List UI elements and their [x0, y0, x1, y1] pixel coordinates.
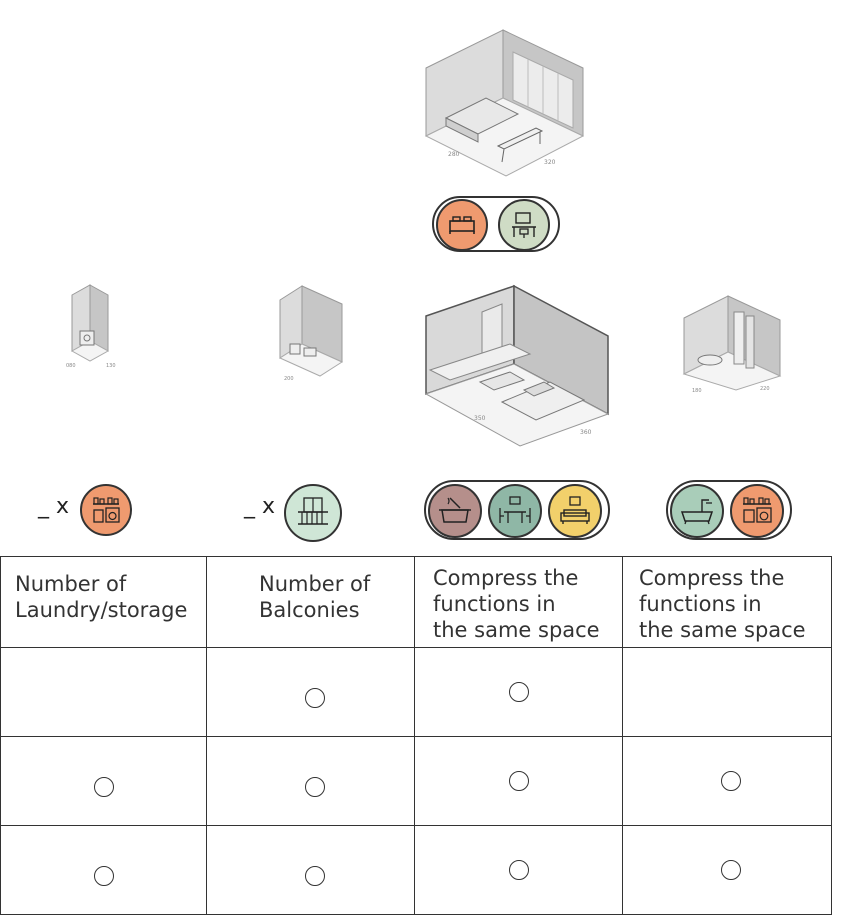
- table-cell: [0, 736, 207, 826]
- option-circle-marker[interactable]: [305, 777, 325, 797]
- svg-text:320: 320: [544, 159, 556, 166]
- table-row: [0, 736, 832, 826]
- option-circle-marker[interactable]: [94, 866, 114, 886]
- header-cell: Compress the functions in the same space: [622, 556, 832, 648]
- bathtub-icon: [670, 484, 724, 538]
- option-circle-marker[interactable]: [509, 771, 529, 791]
- laundry-storage-illustration: 080 130: [60, 283, 132, 375]
- option-circle-marker[interactable]: [509, 682, 529, 702]
- svg-text:350: 350: [474, 415, 486, 422]
- cooking-pot-icon: [428, 484, 482, 538]
- header-compress-bathroom: Compress the functions in the same space: [639, 566, 806, 642]
- table-cell: [0, 647, 207, 737]
- laundry-storage-icon: [730, 484, 784, 538]
- svg-text:220: 220: [760, 386, 770, 392]
- header-laundry-storage: Number of Laundry/storage: [15, 572, 188, 622]
- table-cell: [414, 736, 623, 826]
- desk-chair-icon: [498, 199, 550, 251]
- bed-icon: [436, 199, 488, 251]
- svg-text:080: 080: [66, 363, 76, 369]
- balcony-illustration: 200: [262, 282, 354, 382]
- table-cell: [206, 736, 415, 826]
- table-cell: [622, 736, 832, 826]
- option-circle-marker[interactable]: [305, 688, 325, 708]
- sofa-icon: [548, 484, 602, 538]
- options-table: Number of Laundry/storage Number of Balc…: [0, 556, 832, 915]
- header-balconies: Number of Balconies: [259, 572, 371, 622]
- laundry-storage-icon: [80, 484, 132, 536]
- option-circle-marker[interactable]: [721, 860, 741, 880]
- option-circle-marker[interactable]: [305, 866, 325, 886]
- laundry-count-prefix: _ x: [38, 494, 70, 519]
- option-circle-marker[interactable]: [509, 860, 529, 880]
- table-row: [0, 825, 832, 915]
- option-circle-marker[interactable]: [721, 771, 741, 791]
- svg-text:200: 200: [284, 376, 294, 382]
- table-row: [0, 647, 832, 737]
- svg-text:360: 360: [580, 429, 592, 436]
- table-cell: [206, 825, 415, 915]
- bedroom-illustration: 280 320: [418, 28, 588, 188]
- balcony-count-prefix: _ x: [244, 494, 276, 519]
- balcony-railing-icon: [284, 484, 342, 542]
- svg-text:180: 180: [692, 388, 702, 394]
- header-cell: Number of Balconies: [206, 556, 415, 648]
- living-kitchen-illustration: 350 360: [420, 284, 614, 454]
- table-cell: [414, 825, 623, 915]
- table-cell: [0, 825, 207, 915]
- table-header-row: Number of Laundry/storage Number of Balc…: [0, 556, 832, 648]
- dining-table-icon: [488, 484, 542, 538]
- option-circle-marker[interactable]: [94, 777, 114, 797]
- header-cell: Compress the functions in the same space: [414, 556, 623, 648]
- table-cell: [622, 647, 832, 737]
- header-cell: Number of Laundry/storage: [0, 556, 207, 648]
- bathroom-illustration: 180 220: [676, 290, 788, 398]
- table-cell: [414, 647, 623, 737]
- svg-text:130: 130: [106, 363, 116, 369]
- table-cell: [622, 825, 832, 915]
- table-cell: [206, 647, 415, 737]
- svg-text:280: 280: [448, 151, 460, 158]
- header-compress-living: Compress the functions in the same space: [433, 566, 600, 642]
